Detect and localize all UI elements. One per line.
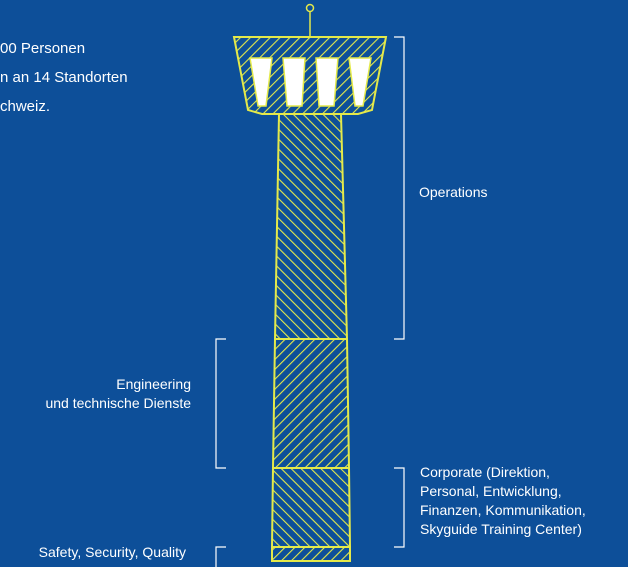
tower-shaft-operations <box>273 113 349 340</box>
label-engineering: Engineering und technische Dienste <box>45 375 191 413</box>
label-corporate: Corporate (Direktion, Personal, Entwickl… <box>420 463 586 539</box>
tower-segment-safety <box>271 546 351 562</box>
tower-segment-engineering <box>271 338 351 469</box>
tower-segment-corporate <box>270 467 352 548</box>
window-4 <box>348 57 372 107</box>
label-corporate-line-2: Personal, Entwicklung, <box>420 483 562 499</box>
label-corporate-line-4: Skyguide Training Center) <box>420 521 582 537</box>
intro-line-3: chweiz. <box>0 98 51 115</box>
bracket-operations <box>394 36 405 340</box>
intro-line-2: n an 14 Standorten <box>0 69 128 86</box>
window-1 <box>249 57 273 107</box>
label-safety: Safety, Security, Quality <box>38 544 186 560</box>
window-2 <box>282 57 306 107</box>
label-engineering-line-1: Engineering <box>116 376 191 392</box>
cab-windows <box>249 57 372 107</box>
label-corporate-line-1: Corporate (Direktion, <box>420 464 550 480</box>
tower-cab <box>232 36 388 115</box>
intro-text: 00 Personen n an 14 Standorten chweiz. <box>0 34 200 121</box>
window-3 <box>315 57 339 107</box>
bracket-corporate <box>394 467 405 548</box>
antenna <box>305 3 315 37</box>
label-engineering-line-2: und technische Dienste <box>45 395 191 411</box>
bracket-engineering <box>215 338 226 469</box>
bracket-safety <box>215 546 226 567</box>
label-corporate-line-3: Finanzen, Kommunikation, <box>420 502 586 518</box>
intro-line-1: 00 Personen <box>0 40 86 57</box>
label-operations: Operations <box>419 184 488 200</box>
